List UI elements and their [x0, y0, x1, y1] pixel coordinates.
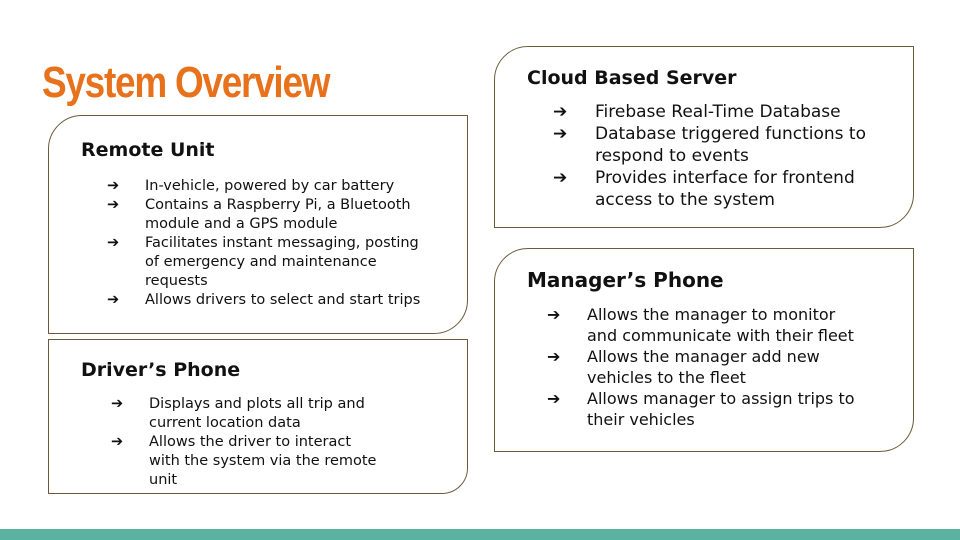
- drivers-phone-list: ➔ Displays and plots all trip and curren…: [111, 395, 381, 490]
- cloud-server-card: Cloud Based Server ➔ Firebase Real-Time …: [494, 46, 914, 228]
- remote-unit-title: Remote Unit: [81, 139, 215, 161]
- list-item-text: Allows manager to assign trips to their …: [587, 389, 855, 429]
- managers-phone-title: Manager’s Phone: [527, 268, 724, 292]
- arrow-right-icon: ➔: [547, 305, 561, 324]
- cloud-server-title: Cloud Based Server: [527, 67, 737, 89]
- arrow-right-icon: ➔: [107, 292, 120, 308]
- list-item: ➔ Allows manager to assign trips to thei…: [547, 388, 867, 430]
- list-item: ➔ Firebase Real-Time Database: [553, 101, 883, 123]
- list-item: ➔ Allows the manager add new vehicles to…: [547, 346, 867, 388]
- remote-unit-card: Remote Unit ➔ In-vehicle, powered by car…: [48, 115, 468, 334]
- managers-phone-card: Manager’s Phone ➔ Allows the manager to …: [494, 248, 914, 452]
- list-item-text: Allows the driver to interact with the s…: [149, 434, 377, 488]
- list-item-text: Contains a Raspberry Pi, a Bluetooth mod…: [145, 197, 411, 232]
- cloud-server-list: ➔ Firebase Real-Time Database ➔ Database…: [553, 101, 883, 211]
- remote-unit-list: ➔ In-vehicle, powered by car battery ➔ C…: [107, 177, 437, 310]
- list-item-text: In-vehicle, powered by car battery: [145, 178, 395, 194]
- list-item: ➔ Contains a Raspberry Pi, a Bluetooth m…: [107, 196, 437, 234]
- list-item: ➔ Allows the manager to monitor and comm…: [547, 304, 867, 346]
- arrow-right-icon: ➔: [107, 197, 120, 213]
- arrow-right-icon: ➔: [107, 178, 120, 194]
- arrow-right-icon: ➔: [107, 235, 120, 251]
- arrow-right-icon: ➔: [553, 124, 568, 144]
- slide-title: System Overview: [42, 58, 331, 107]
- list-item-text: Provides interface for frontend access t…: [595, 168, 855, 210]
- arrow-right-icon: ➔: [111, 396, 124, 412]
- arrow-right-icon: ➔: [547, 389, 561, 408]
- list-item: ➔ Displays and plots all trip and curren…: [111, 395, 381, 433]
- list-item: ➔ Database triggered functions to respon…: [553, 123, 883, 167]
- bottom-accent-bar: [0, 529, 960, 540]
- list-item: ➔ Facilitates instant messaging, posting…: [107, 234, 437, 291]
- list-item: ➔ Allows the driver to interact with the…: [111, 433, 381, 490]
- list-item: ➔ In-vehicle, powered by car battery: [107, 177, 437, 196]
- list-item: ➔ Allows drivers to select and start tri…: [107, 291, 437, 310]
- list-item-text: Allows the manager add new vehicles to t…: [587, 347, 820, 387]
- list-item-text: Facilitates instant messaging, posting o…: [145, 235, 419, 289]
- list-item-text: Database triggered functions to respond …: [595, 124, 866, 166]
- list-item: ➔ Provides interface for frontend access…: [553, 167, 883, 211]
- list-item-text: Displays and plots all trip and current …: [149, 396, 365, 431]
- drivers-phone-card: Driver’s Phone ➔ Displays and plots all …: [48, 339, 468, 494]
- arrow-right-icon: ➔: [111, 434, 124, 450]
- list-item-text: Firebase Real-Time Database: [595, 102, 841, 122]
- arrow-right-icon: ➔: [553, 168, 568, 188]
- list-item-text: Allows drivers to select and start trips: [145, 292, 421, 308]
- arrow-right-icon: ➔: [553, 102, 568, 122]
- list-item-text: Allows the manager to monitor and commun…: [587, 305, 854, 345]
- managers-phone-list: ➔ Allows the manager to monitor and comm…: [547, 304, 867, 430]
- drivers-phone-title: Driver’s Phone: [81, 359, 241, 381]
- arrow-right-icon: ➔: [547, 347, 561, 366]
